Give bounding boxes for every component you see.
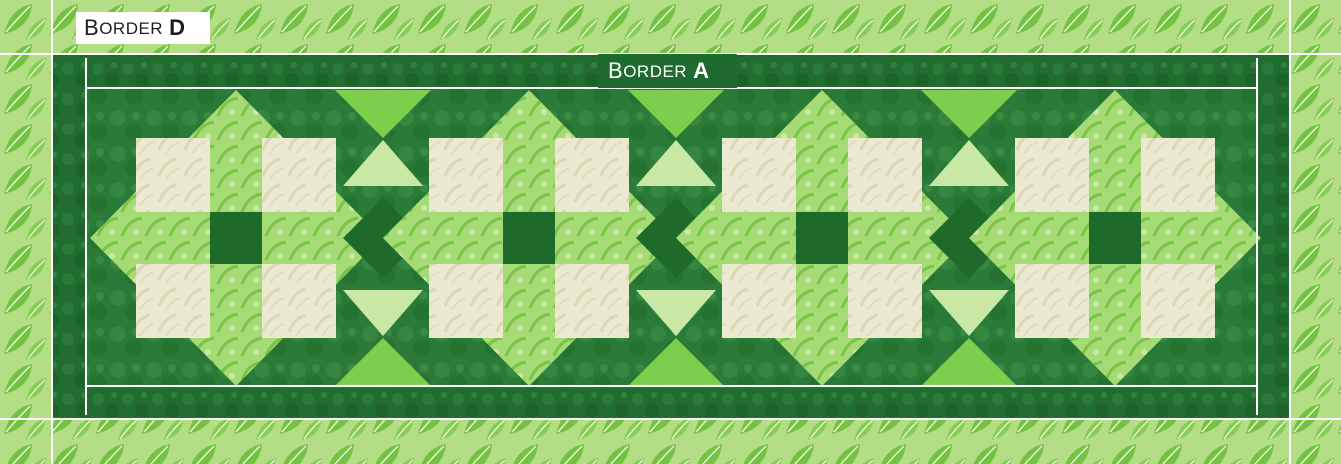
cream-square — [1135, 138, 1215, 218]
center-square — [1089, 212, 1141, 264]
arm-piece — [210, 138, 262, 212]
center-square — [796, 212, 848, 264]
border-d-label: BorderD — [76, 12, 210, 44]
arm-piece — [429, 212, 503, 264]
pieced-blocks — [90, 90, 1261, 386]
arm-piece — [503, 264, 555, 338]
arm-piece — [262, 212, 336, 264]
arm-piece — [796, 264, 848, 338]
center-square — [503, 212, 555, 264]
arm-piece — [555, 212, 629, 264]
arm-piece — [136, 212, 210, 264]
border-a-label: BorderA — [598, 54, 737, 88]
arm-piece — [1089, 138, 1141, 212]
arm-piece — [1089, 264, 1141, 338]
arm-piece — [210, 264, 262, 338]
arm-piece — [796, 138, 848, 212]
arm-piece — [722, 212, 796, 264]
cream-square — [136, 258, 216, 338]
cream-square — [136, 138, 216, 218]
cream-square — [1135, 258, 1215, 338]
cream-square — [842, 258, 922, 338]
arm-piece — [848, 212, 922, 264]
cream-square — [722, 138, 802, 218]
cream-square — [256, 138, 336, 218]
arm-piece — [503, 138, 555, 212]
cream-square — [842, 138, 922, 218]
cream-square — [1015, 138, 1095, 218]
arm-piece — [1015, 212, 1089, 264]
cream-square — [549, 138, 629, 218]
center-square — [210, 212, 262, 264]
cream-square — [429, 138, 509, 218]
cream-square — [722, 258, 802, 338]
cream-square — [549, 258, 629, 338]
cream-square — [429, 258, 509, 338]
arm-piece — [1141, 212, 1215, 264]
cream-square — [1015, 258, 1095, 338]
cream-square — [256, 258, 336, 338]
